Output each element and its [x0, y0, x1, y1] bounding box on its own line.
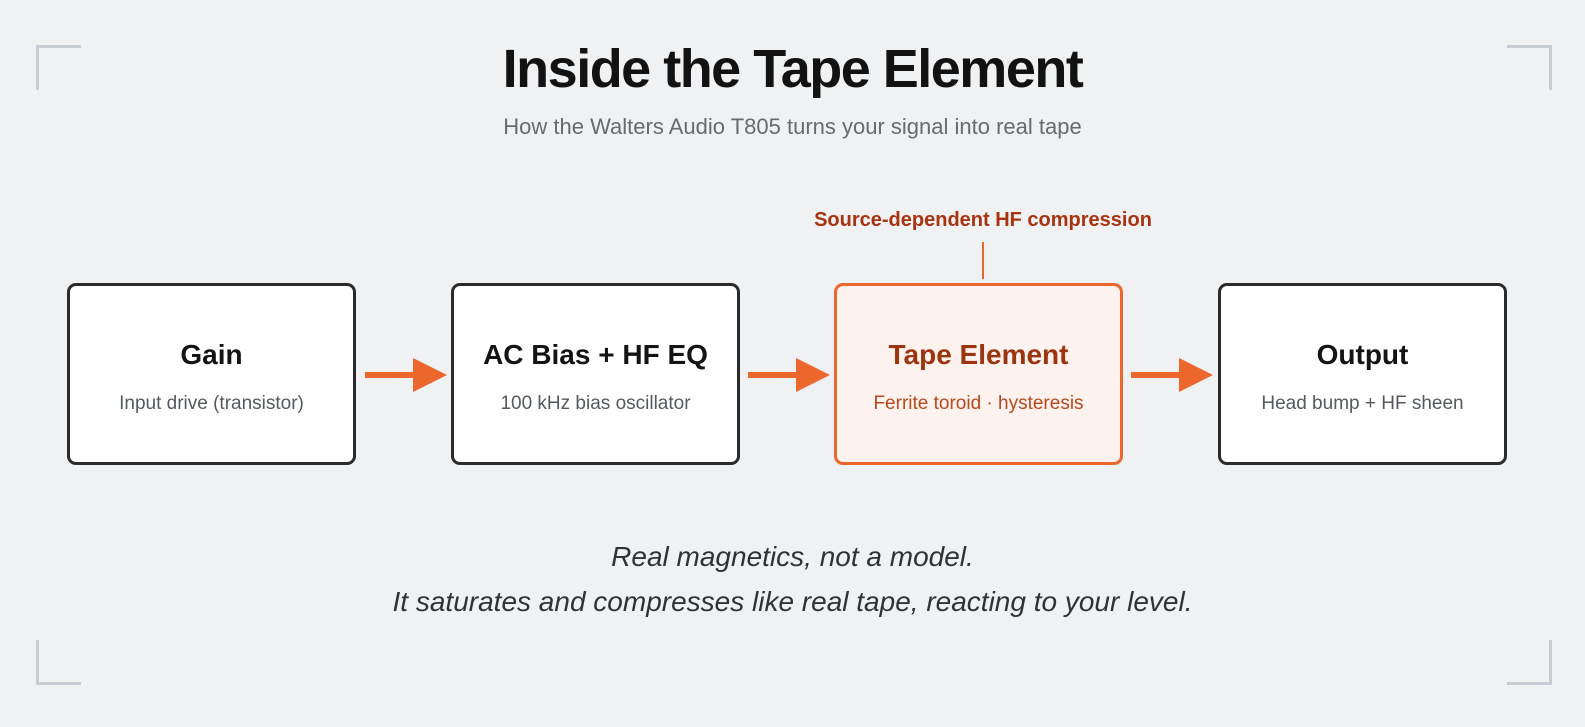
stage-name: Gain [180, 339, 243, 370]
stage-box-tape-element: Tape Element Ferrite toroid · hysteresis [834, 283, 1123, 465]
stage-name: AC Bias + HF EQ [483, 339, 708, 370]
callout-connector-line [982, 242, 984, 279]
corner-bracket-top-right [1507, 45, 1552, 90]
stage-description: Input drive (transistor) [119, 393, 304, 414]
stage-name: Tape Element [888, 339, 1069, 370]
compression-callout: Source-dependent HF compression [814, 209, 1152, 231]
stage-box-output: Output Head bump + HF sheen [1218, 283, 1507, 465]
flow-arrow-icon [1131, 358, 1213, 392]
stage-name: Output [1316, 339, 1409, 370]
tagline-line-2: It saturates and compresses like real ta… [392, 586, 1193, 617]
flow-arrow-icon [365, 358, 447, 392]
stage-box-gain: Gain Input drive (transistor) [67, 283, 356, 465]
corner-bracket-top-left [36, 45, 81, 90]
stage-description: Head bump + HF sheen [1261, 393, 1464, 414]
corner-bracket-bottom-right [1507, 640, 1552, 685]
stage-box-ac-bias: AC Bias + HF EQ 100 kHz bias oscillator [451, 283, 740, 465]
stage-description: Ferrite toroid · hysteresis [873, 393, 1084, 414]
tagline-line-1: Real magnetics, not a model. [611, 541, 974, 572]
corner-bracket-bottom-left [36, 640, 81, 685]
page-subtitle: How the Walters Audio T805 turns your si… [503, 114, 1082, 139]
page-title: Inside the Tape Element [502, 39, 1084, 99]
flow-arrow-icon [748, 358, 830, 392]
stage-description: 100 kHz bias oscillator [500, 393, 691, 414]
